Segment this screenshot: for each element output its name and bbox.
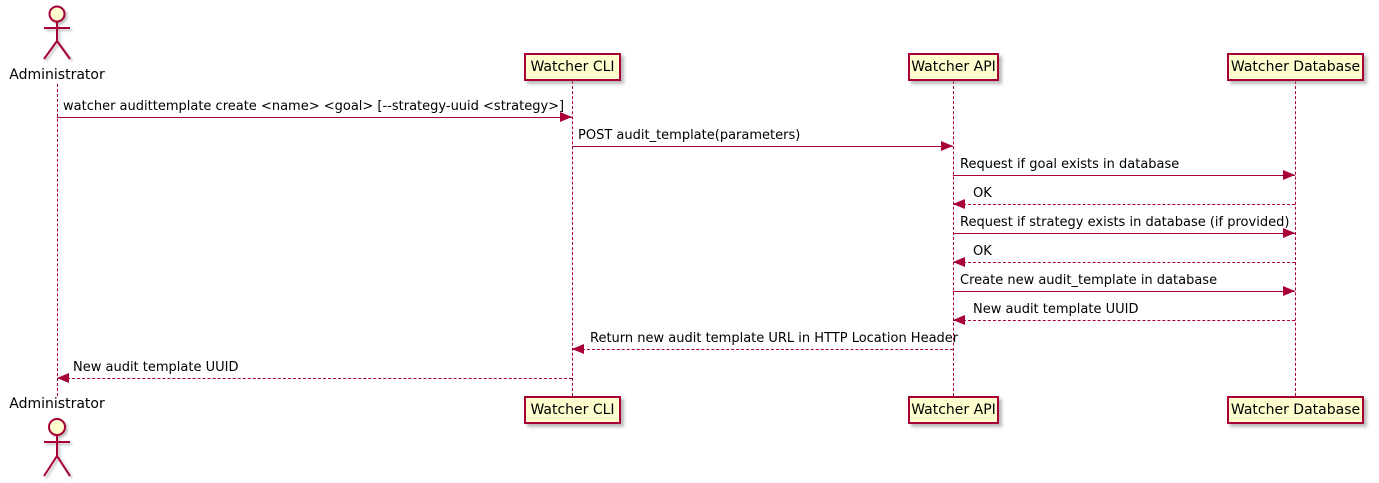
arrowhead-icon — [941, 141, 953, 151]
actor-label-bottom: Administrator — [9, 396, 105, 412]
arrowhead-icon — [1283, 228, 1295, 238]
message-label: OK — [973, 186, 992, 201]
message-line — [953, 204, 1295, 205]
lifeline-watcher-api — [953, 81, 954, 396]
arrowhead-icon — [1283, 170, 1295, 180]
message-line — [953, 233, 1295, 234]
message-label: OK — [973, 244, 992, 259]
message-line — [953, 262, 1295, 263]
message-line — [572, 349, 953, 350]
message-label: watcher audittemplate create <name> <goa… — [63, 99, 565, 114]
participant-watcher-database-bottom: Watcher Database — [1227, 396, 1364, 424]
message-line — [57, 117, 572, 118]
lifeline-administrator — [57, 84, 58, 396]
message-line — [953, 175, 1295, 176]
participant-watcher-cli-top: Watcher CLI — [524, 53, 621, 81]
participant-watcher-cli-bottom: Watcher CLI — [524, 396, 621, 424]
message-label: New audit template UUID — [73, 360, 239, 375]
arrowhead-icon — [57, 373, 69, 383]
message-label: New audit template UUID — [973, 302, 1139, 317]
lifeline-watcher-cli — [572, 81, 573, 396]
arrowhead-icon — [953, 199, 965, 209]
arrowhead-icon — [953, 315, 965, 325]
message-label: Create new audit_template in database — [960, 273, 1218, 288]
participant-watcher-database-top: Watcher Database — [1227, 53, 1364, 81]
actor-icon — [43, 418, 71, 477]
message-label: Return new audit template URL in HTTP Lo… — [590, 331, 959, 346]
participant-watcher-api-bottom: Watcher API — [908, 396, 999, 424]
message-label: POST audit_template(parameters) — [578, 128, 801, 143]
message-label: Request if strategy exists in database (… — [960, 215, 1290, 230]
lifeline-watcher-database — [1295, 81, 1296, 396]
participant-watcher-api-top: Watcher API — [908, 53, 999, 81]
actor-icon — [43, 5, 71, 60]
arrowhead-icon — [1283, 286, 1295, 296]
message-line — [57, 378, 572, 379]
message-line — [953, 291, 1295, 292]
actor-label-top: Administrator — [9, 67, 105, 83]
message-line — [953, 320, 1295, 321]
arrowhead-icon — [953, 257, 965, 267]
arrowhead-icon — [560, 112, 572, 122]
message-line — [572, 146, 953, 147]
message-label: Request if goal exists in database — [960, 157, 1180, 172]
arrowhead-icon — [572, 344, 584, 354]
